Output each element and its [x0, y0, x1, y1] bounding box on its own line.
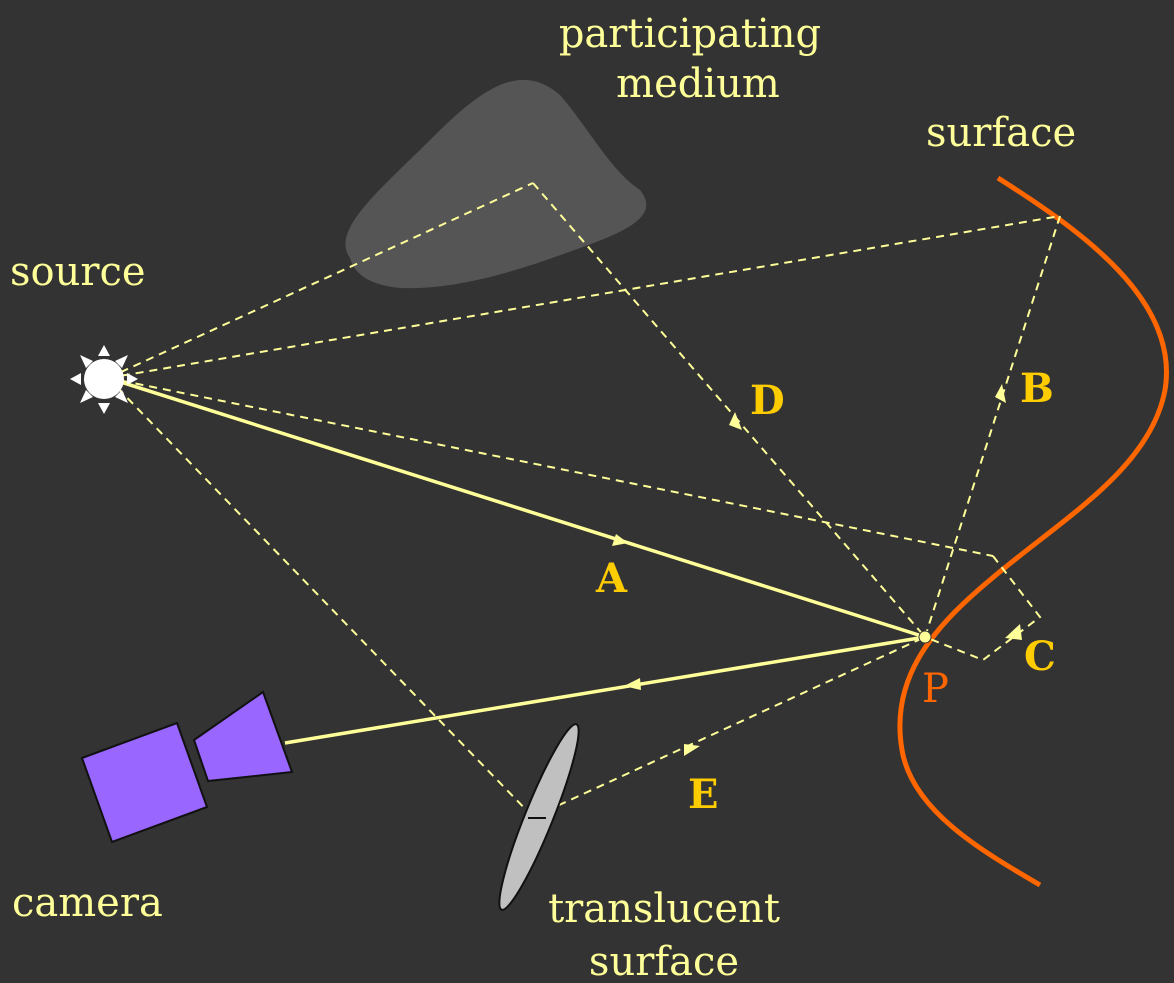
camera-icon: [80, 690, 294, 844]
label-translucent: translucent: [548, 886, 780, 932]
ray-source-to-medium: [107, 182, 534, 379]
arrow-c: [1005, 624, 1022, 640]
ray-translucent-to-p-e: [532, 636, 926, 818]
label-path-d: D: [750, 377, 785, 424]
label-translucent-surface: surface: [589, 939, 739, 983]
sun-icon: [70, 345, 138, 414]
ray-c-path: [924, 555, 1042, 662]
arrow-a: [612, 534, 628, 546]
label-path-a: A: [595, 555, 628, 602]
translucent-surface-shape: [498, 723, 580, 911]
ray-medium-to-p-d: [532, 182, 926, 638]
arrow-camera: [624, 678, 641, 690]
arrow-b: [995, 384, 1006, 403]
label-surface: surface: [926, 110, 1076, 156]
ray-surface-top-to-p-b: [924, 215, 1061, 638]
label-path-b: B: [1020, 365, 1054, 412]
arrow-e: [684, 744, 700, 756]
label-medium: medium: [616, 61, 780, 107]
label-source: source: [10, 249, 146, 295]
label-path-e: E: [688, 771, 719, 818]
ray-source-to-translucent: [107, 377, 534, 818]
arrow-d: [729, 412, 742, 430]
label-path-c: C: [1024, 633, 1056, 680]
label-point-p: P: [922, 666, 949, 712]
label-participating: participating: [559, 11, 821, 57]
surface-curve: [897, 175, 1169, 888]
ray-p-to-camera: [284, 635, 926, 745]
label-camera: camera: [12, 880, 163, 926]
ray-a-source-to-p: [107, 376, 926, 639]
ray-source-to-surface-top: [107, 215, 1061, 379]
point-p-marker: [918, 630, 932, 644]
participating-medium-shape: [345, 79, 647, 289]
ray-source-to-c-corner: [107, 377, 994, 557]
